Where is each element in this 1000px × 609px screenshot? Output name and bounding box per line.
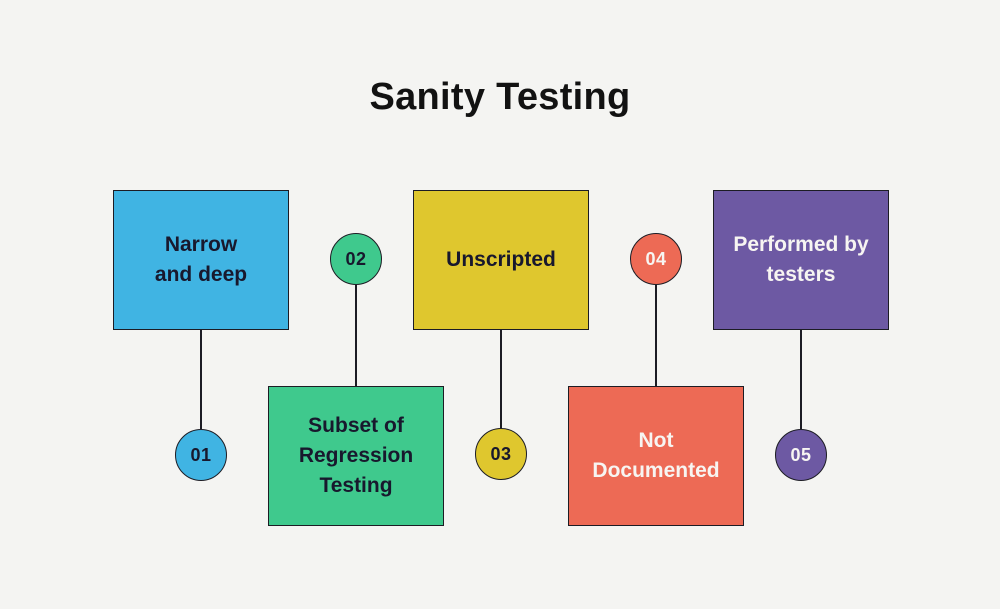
connector-05 [800,330,802,429]
box-narrow-and-deep: Narrow and deep [113,190,289,330]
connector-03 [500,330,502,428]
connector-02 [355,285,357,386]
number-badge-04: 04 [630,233,682,285]
number-badge-05: 05 [775,429,827,481]
diagram-title: Sanity Testing [369,76,631,118]
box-unscripted: Unscripted [413,190,589,330]
number-badge-01: 01 [175,429,227,481]
box-not-documented: Not Documented [568,386,744,526]
connector-01 [200,330,202,429]
box-performed-by-testers: Performed by testers [713,190,889,330]
number-badge-02: 02 [330,233,382,285]
number-badge-03: 03 [475,428,527,480]
connector-04 [655,285,657,386]
box-subset-of-regression-testing: Subset of Regression Testing [268,386,444,526]
